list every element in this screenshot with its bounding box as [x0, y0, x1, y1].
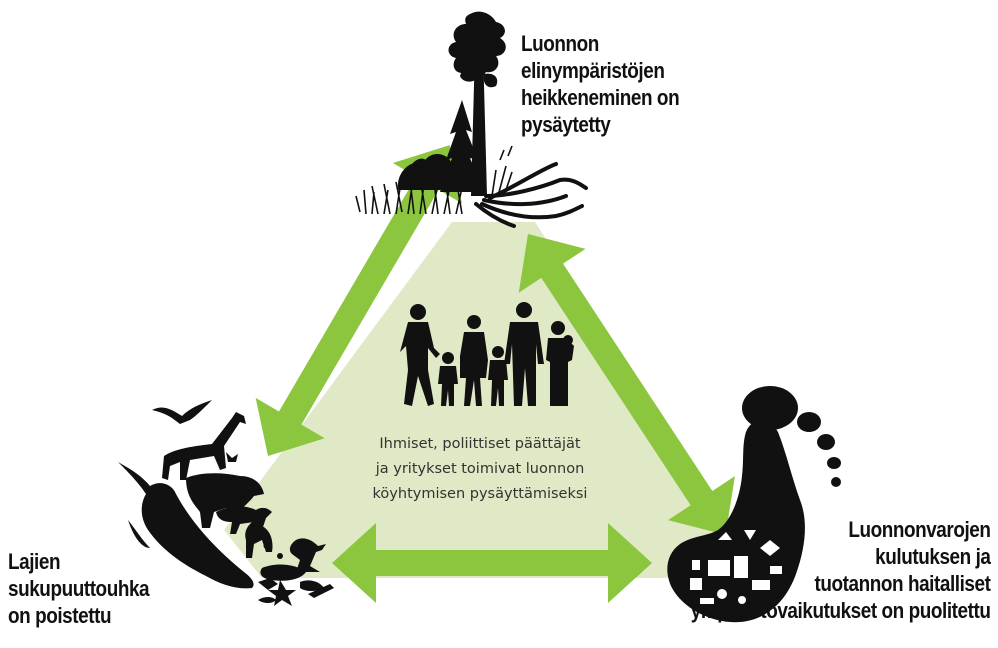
- arrow-top-right: [518, 234, 735, 535]
- node-right-label-line: kulutuksen ja: [874, 544, 991, 569]
- people-family-icon: [400, 302, 574, 406]
- arrows: [255, 145, 735, 603]
- node-top-label-line: heikkeneminen on: [521, 85, 680, 110]
- node-right-label-line: ympäristövaikutukset on puolitettu: [690, 598, 990, 623]
- node-left-label-line: on poistettu: [8, 603, 112, 628]
- node-top-label-line: Luonnon: [521, 31, 599, 56]
- node-right-label-line: tuotannon haitalliset: [814, 571, 990, 596]
- center-text: Ihmiset, poliittiset päättäjät ja yrityk…: [330, 432, 630, 507]
- arrow-top-left: [255, 145, 462, 456]
- arrow-bottom: [332, 523, 652, 603]
- node-left-label-line: Lajien: [8, 549, 61, 574]
- node-left-label: Lajien sukupuuttouhka on poistettu: [8, 548, 150, 629]
- tree-forest-icon: [355, 11, 588, 228]
- node-top-label-line: pysäytetty: [521, 112, 611, 137]
- footprint-icon: [667, 386, 841, 623]
- center-text-line: ja yritykset toimivat luonnon: [375, 461, 585, 477]
- center-text-line: köyhtymisen pysäyttämiseksi: [372, 486, 588, 502]
- node-top-label: Luonnon elinympäristöjen heikkeneminen o…: [521, 30, 680, 138]
- node-top-label-line: elinympäristöjen: [521, 58, 665, 83]
- node-right-label-line: Luonnonvarojen: [847, 517, 991, 542]
- node-right-label: Luonnonvarojen kulutuksen ja tuotannon h…: [690, 516, 990, 624]
- center-text-line: Ihmiset, poliittiset päättäjät: [379, 436, 581, 452]
- node-left-label-line: sukupuuttouhka: [8, 576, 150, 601]
- center-triangle: [224, 222, 740, 578]
- animals-icon: [118, 400, 334, 606]
